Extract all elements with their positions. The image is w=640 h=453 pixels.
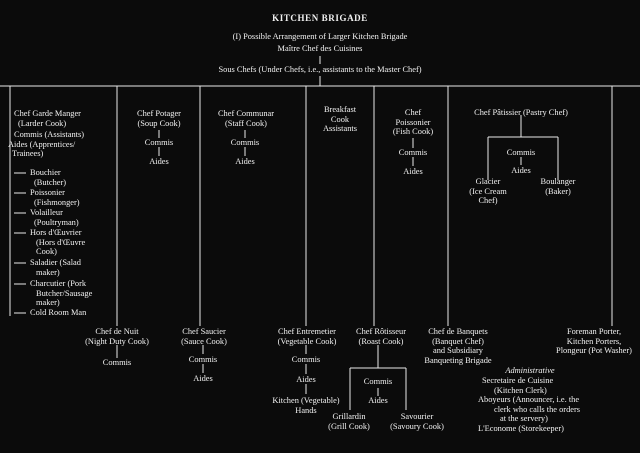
garde-manger-assistants: Commis (Assistants) Aides (Apprentices/ … <box>8 130 85 159</box>
chef-potager: Chef Potager (Soup Cook) <box>137 109 181 128</box>
nuit-commis: Commis <box>102 358 132 367</box>
potager-aides: Aides <box>149 157 169 166</box>
communar-aides: Aides <box>235 157 255 166</box>
list-item-hors-doeuvrier: Hors d'Œuvrier (Hors d'Œuvre Cook) <box>30 228 86 257</box>
list-item-volailleur: Volailleur (Poultryman) <box>30 208 79 227</box>
kitchen-vegetable-hands: Kitchen (Vegetable) Hands <box>272 396 340 415</box>
chef-rotisseur: Chef Rôtisseur (Roast Cook) <box>355 327 406 346</box>
chef-entremetier: Chef Entremetier (Vegetable Cook) <box>277 327 337 346</box>
communar-commis: Commis <box>230 138 260 147</box>
rotisseur-commis: Commis <box>363 377 393 386</box>
chef-garde-manger: Chef Garde Manger (Larder Cook) <box>14 109 81 128</box>
chef-communar: Chef Communar (Staff Cook) <box>217 109 275 128</box>
entremetier-aides: Aides <box>296 375 316 384</box>
boulanger: Boulanger (Baker) <box>540 177 576 196</box>
potager-commis: Commis <box>144 138 174 147</box>
chef-de-nuit: Chef de Nuit (Night Duty Cook) <box>85 327 149 346</box>
glacier: Glacier (Ice Cream Chef) <box>469 177 507 206</box>
foreman-porter: Foreman Porter, Kitchen Porters, Plongeu… <box>556 327 632 356</box>
maitre-chef: Maître Chef des Cuisines <box>277 44 363 53</box>
saucier-commis: Commis <box>188 355 218 364</box>
list-item-bouchier: Bouchier (Butcher) <box>30 168 67 187</box>
administrative-list: Secretaire de Cuisine (Kitchen Clerk) Ab… <box>478 376 581 433</box>
patissier-commis: Commis <box>506 148 536 157</box>
sous-chefs: Sous Chefs (Under Chefs, i.e., assistant… <box>218 65 422 74</box>
diagram-subtitle: (I) Possible Arrangement of Larger Kitch… <box>232 32 408 41</box>
grillardin: Grillardin (Grill Cook) <box>328 412 370 431</box>
chef-poissonier: Chef Poissonier (Fish Cook) <box>392 108 434 137</box>
chef-patissier: Chef Pâtissier (Pastry Chef) <box>474 108 568 117</box>
saucier-aides: Aides <box>193 374 213 383</box>
list-item-charcutier: Charcutier (Pork Butcher/Sausage maker) <box>30 279 93 308</box>
diagram-title: KITCHEN BRIGADE <box>272 13 368 23</box>
rotisseur-aides: Aides <box>368 396 388 405</box>
breakfast-cook: Breakfast Cook Assistants <box>323 105 357 134</box>
list-item-cold-room-man: Cold Room Man <box>30 308 87 317</box>
list-item-saladier: Saladier (Salad maker) <box>30 258 81 277</box>
list-item-poissonier: Poissonier (Fishmonger) <box>30 188 80 207</box>
chef-de-banquets: Chef de Banquets (Banquet Chef) and Subs… <box>424 327 492 365</box>
entremetier-commis: Commis <box>291 355 321 364</box>
patissier-aides: Aides <box>511 166 531 175</box>
poissonier-commis: Commis <box>398 148 428 157</box>
savourier: Savourier (Savoury Cook) <box>390 412 444 431</box>
chef-saucier: Chef Saucier (Sauce Cook) <box>181 327 227 346</box>
poissonier-aides: Aides <box>403 167 423 176</box>
administrative-heading: Administrative <box>505 366 555 375</box>
